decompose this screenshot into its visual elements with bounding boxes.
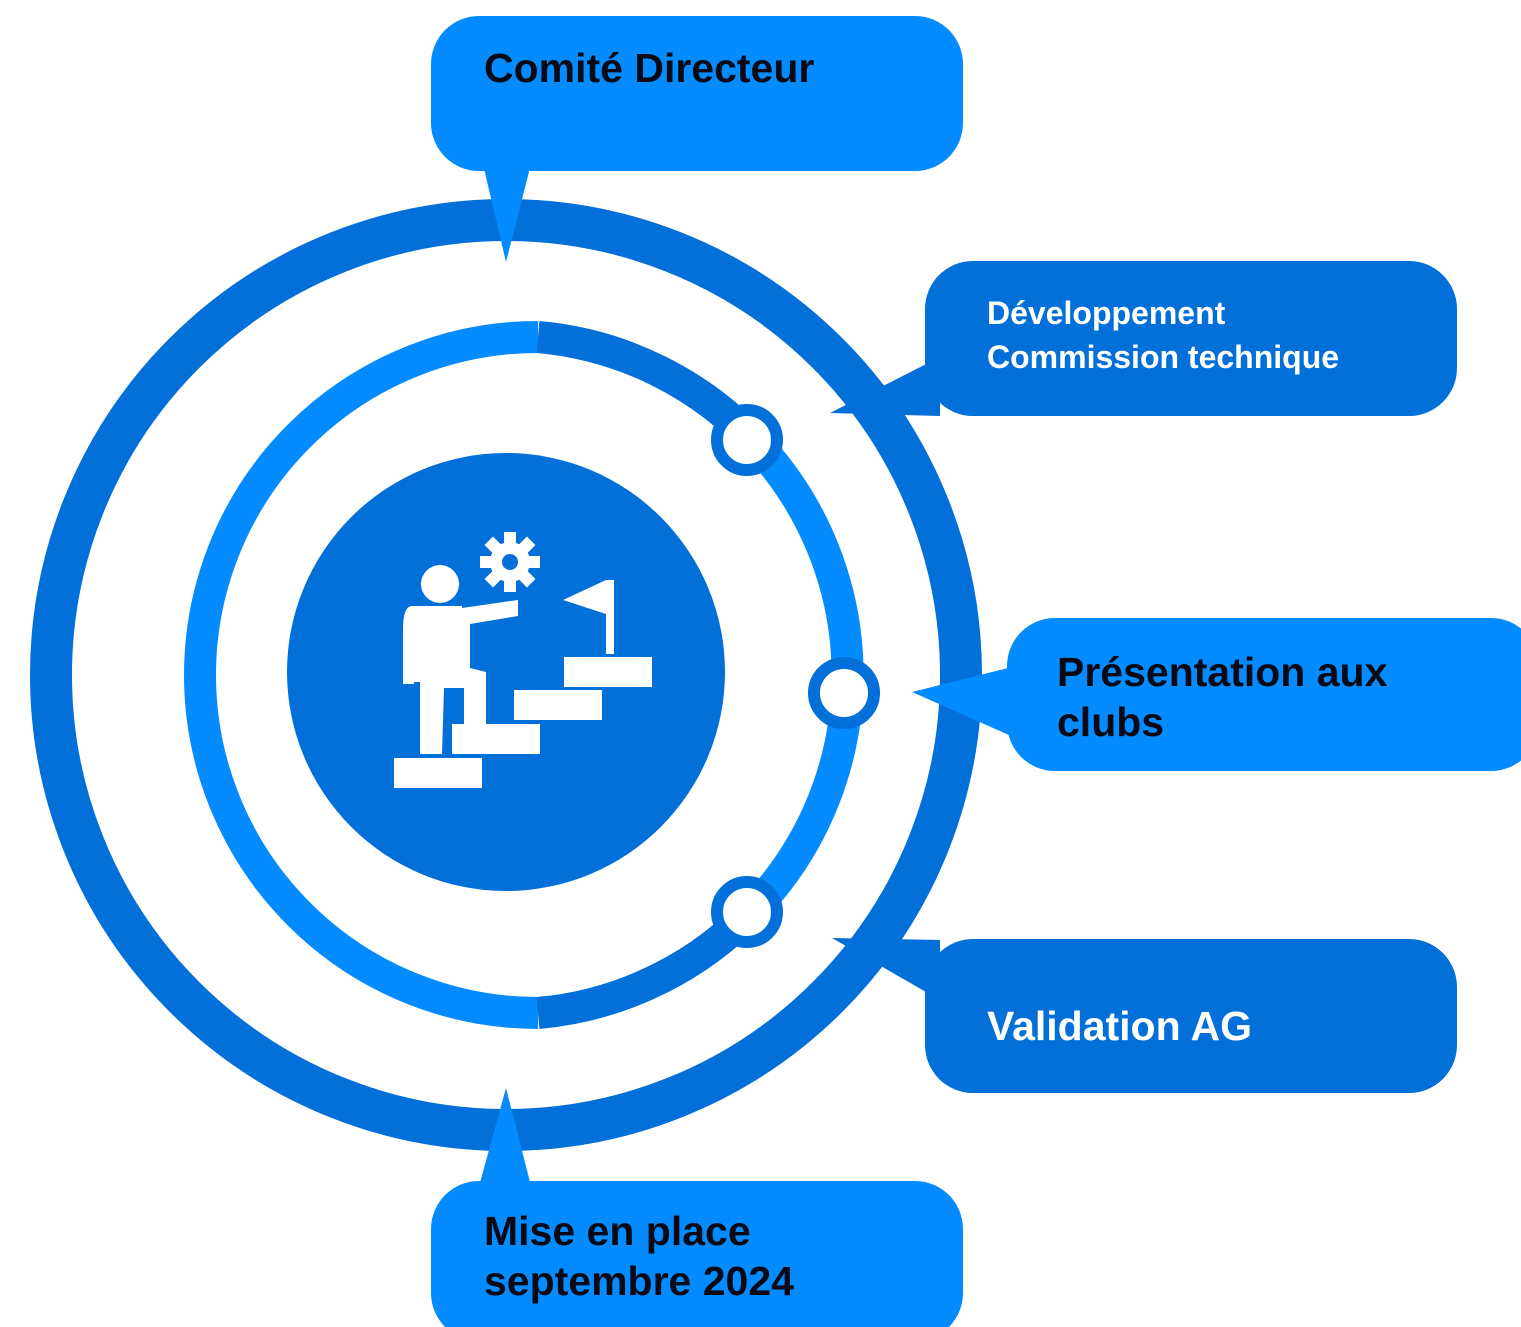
callout-presentation: Présentation aux clubs xyxy=(912,618,1521,771)
callout-comite-directeur: Comité Directeur xyxy=(431,16,963,262)
inner-ring-left-segment xyxy=(184,321,539,1029)
step-label-comite: Comité Directeur xyxy=(484,45,814,91)
callout-mise-en-place: Mise en place septembre 2024 xyxy=(431,1088,963,1327)
step-label-developpement: Développement Commission technique xyxy=(987,295,1339,375)
center-disk xyxy=(287,453,725,891)
node-marker-upper xyxy=(711,404,783,476)
gear-icon xyxy=(480,532,540,592)
step-label-presentation: Présentation aux clubs xyxy=(1057,649,1399,745)
person-climbing-stairs-to-flag-icon xyxy=(394,532,652,788)
step-label-validation: Validation AG xyxy=(987,1003,1252,1049)
node-marker-middle xyxy=(808,657,880,729)
callout-developpement: Développement Commission technique xyxy=(830,261,1457,416)
ring-nodes xyxy=(711,404,880,948)
callout-validation: Validation AG xyxy=(832,938,1457,1093)
step-label-mise: Mise en place septembre 2024 xyxy=(484,1208,794,1304)
node-marker-lower xyxy=(711,876,783,948)
